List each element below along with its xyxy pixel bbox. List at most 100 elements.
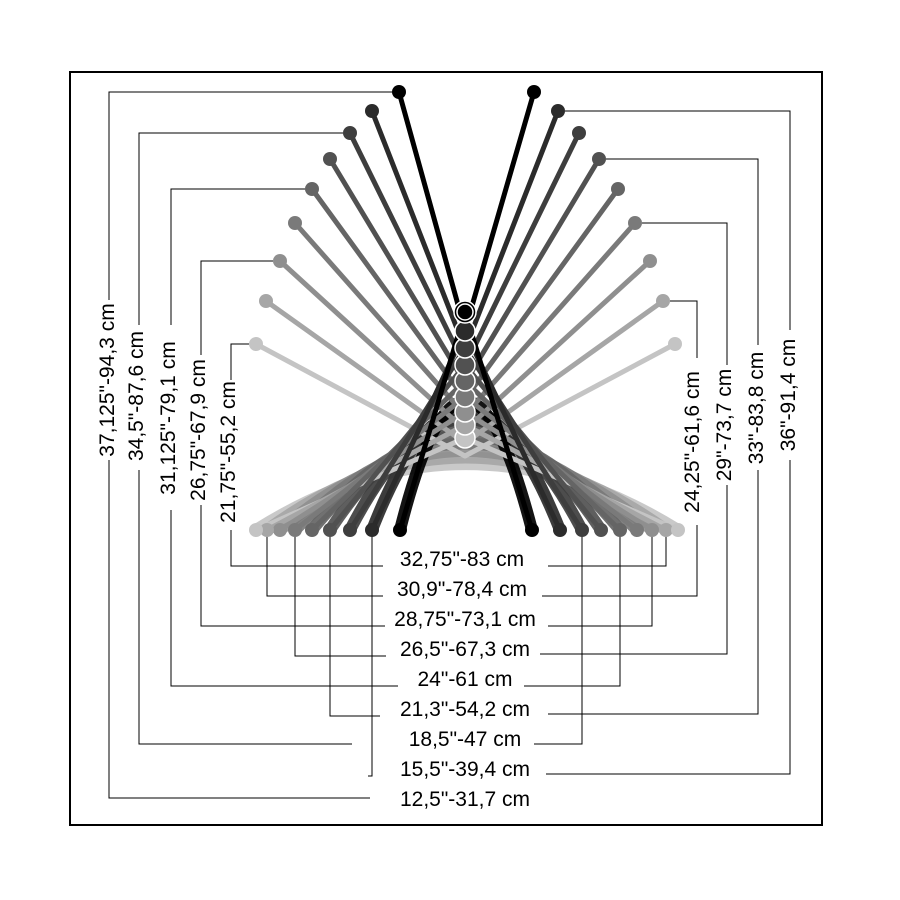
leader-bottom-2 xyxy=(266,530,383,597)
bottom-right-dot-3 xyxy=(575,523,589,537)
bottom-label-5: 24"-61 cm xyxy=(418,668,513,691)
right-needle-3 xyxy=(462,130,582,369)
right-tip-dot-1 xyxy=(527,85,541,99)
leader-left-5a xyxy=(230,343,249,380)
bottom-left-dot-7 xyxy=(273,523,287,537)
diagram-frame xyxy=(69,71,823,826)
left-tip-dot-4 xyxy=(323,152,337,166)
bottom-label-8: 15,5"-39,4 cm xyxy=(400,758,530,781)
hub-dot-2 xyxy=(454,320,476,342)
bottom-label-6: 21,3"-54,2 cm xyxy=(400,698,530,721)
leader-right-3b xyxy=(548,470,759,715)
right-label-2: 29"-73,7 cm xyxy=(713,369,736,482)
left-label-4: 26,75"-67,9 cm xyxy=(187,359,210,501)
bottom-left-dot-3 xyxy=(343,523,357,537)
left-needle-2 xyxy=(369,108,468,352)
leader-left-1b xyxy=(108,460,370,799)
bottom-left-dot-9 xyxy=(249,523,263,537)
leader-right-1b xyxy=(542,525,698,597)
right-tip-dot-7 xyxy=(643,254,657,268)
bottom-left-dot-5 xyxy=(305,523,319,537)
bottom-right-dot-5 xyxy=(613,523,627,537)
leader-lines xyxy=(108,91,791,799)
bottom-right-dot-1 xyxy=(525,523,539,537)
leader-bottom-1 xyxy=(548,530,667,567)
leader-left-2b xyxy=(138,470,352,745)
left-needle-5 xyxy=(309,186,468,402)
left-tip-dot-1 xyxy=(392,85,406,99)
right-needle-4 xyxy=(462,156,602,386)
leader-right-1a xyxy=(670,300,698,358)
right-tip-dot-3 xyxy=(572,126,586,140)
left-tip-dot-3 xyxy=(343,126,357,140)
hub-ring xyxy=(456,303,474,321)
bottom-label-4: 26,5"-67,3 cm xyxy=(400,638,530,661)
left-label-2: 34,5"-87,6 cm xyxy=(125,331,148,461)
right-needle-9 xyxy=(462,341,678,459)
left-cross-1 xyxy=(397,309,468,533)
right-label-3: 33"-83,8 cm xyxy=(745,352,768,465)
bottom-label-3: 28,75"-73,1 cm xyxy=(394,608,536,631)
leader-left-3a xyxy=(170,188,305,325)
bottom-left-dot-1 xyxy=(393,523,407,537)
needle-shafts xyxy=(253,89,681,533)
bottom-left-dot-2 xyxy=(365,523,379,537)
right-tip-dot-6 xyxy=(628,216,642,230)
left-label-5: 21,75"-55,2 cm xyxy=(217,381,240,523)
left-tip-dot-6 xyxy=(288,216,302,230)
needle-tips xyxy=(249,85,685,537)
left-label-3: 31,125"-79,1 cm xyxy=(157,341,180,494)
leader-bottom-7 xyxy=(534,530,583,745)
bottom-right-dot-2 xyxy=(553,523,567,537)
right-tip-dot-4 xyxy=(592,152,606,166)
leader-left-3b xyxy=(170,510,398,687)
right-tip-dot-8 xyxy=(656,294,670,308)
left-needle-1 xyxy=(396,89,468,333)
leader-right-4a xyxy=(565,110,791,330)
right-tip-dot-9 xyxy=(668,337,682,351)
bottom-label-7: 18,5"-47 cm xyxy=(409,728,522,751)
bottom-right-dot-4 xyxy=(594,523,608,537)
bottom-right-dot-9 xyxy=(671,523,685,537)
bottom-right-dot-7 xyxy=(645,523,659,537)
left-tip-dot-2 xyxy=(365,104,379,118)
right-cross-1 xyxy=(462,309,535,533)
bottom-left-dot-8 xyxy=(260,523,274,537)
left-tip-dot-8 xyxy=(259,294,273,308)
left-tip-dot-9 xyxy=(249,337,263,351)
right-tip-dot-2 xyxy=(551,104,565,118)
leader-left-4b xyxy=(200,505,385,627)
leader-left-5b xyxy=(230,530,383,567)
left-label-1: 37,125"-94,3 cm xyxy=(96,303,119,456)
right-needle-1 xyxy=(462,89,537,333)
bottom-left-dot-6 xyxy=(288,523,302,537)
bottom-label-9: 12,5"-31,7 cm xyxy=(400,788,530,811)
bottom-label-2: 30,9"-78,4 cm xyxy=(397,578,527,601)
right-needle-5 xyxy=(462,186,621,402)
bottom-right-dot-8 xyxy=(659,523,673,537)
leader-right-2b xyxy=(540,485,728,655)
leader-bottom-4 xyxy=(294,530,386,657)
leader-bottom-8 xyxy=(368,530,373,777)
bottom-right-dot-6 xyxy=(630,523,644,537)
left-needle-6 xyxy=(292,220,468,418)
right-label-1: 24,25"-61,6 cm xyxy=(681,371,704,513)
bottom-label-1: 32,75"-83 cm xyxy=(400,548,524,571)
leader-right-2a xyxy=(642,222,728,365)
right-needle-6 xyxy=(462,220,638,418)
leader-left-4a xyxy=(200,260,273,355)
leader-bottom-3 xyxy=(548,530,653,627)
right-needle-2 xyxy=(462,108,561,352)
left-needle-3 xyxy=(347,130,468,369)
leader-right-4b xyxy=(546,460,791,775)
leader-right-3a xyxy=(606,158,759,345)
leader-left-2a xyxy=(138,132,343,325)
right-tip-dot-5 xyxy=(611,182,625,196)
leader-left-1a xyxy=(108,91,392,300)
right-label-4: 36"-91,4 cm xyxy=(777,339,800,452)
left-tip-dot-7 xyxy=(273,254,287,268)
left-needle-4 xyxy=(327,156,468,386)
leader-bottom-5 xyxy=(524,530,621,687)
left-tip-dot-5 xyxy=(305,182,319,196)
